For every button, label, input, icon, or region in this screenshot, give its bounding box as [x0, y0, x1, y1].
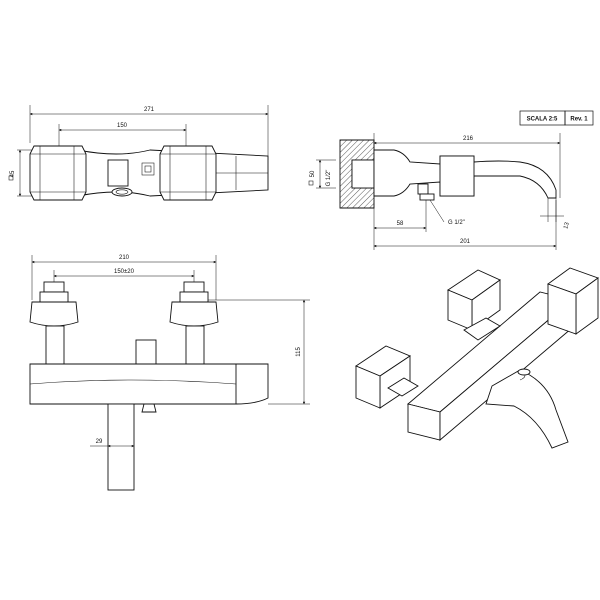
dim-height-front: 115 [296, 347, 302, 357]
dim-center-distance-front: 150±20 [114, 269, 135, 275]
dim-depth-top: 45 [10, 170, 16, 177]
dim-spout-outlet: 13 [563, 221, 571, 230]
revision-box [564, 110, 594, 126]
dim-body-thread: G 1/2" [326, 170, 332, 187]
dim-inlet-thread: G 1/2" [448, 220, 465, 226]
dim-overall-width-front: 210 [119, 255, 130, 261]
dim-body-height: 50 [310, 170, 316, 177]
isometric-view [355, 267, 599, 449]
dim-inlet-offset: 58 [397, 221, 404, 227]
title-block: SCALA 2:5 Rev. 1 [519, 110, 594, 126]
front-view: 210 150±20 115 29 [29, 255, 310, 491]
top-view: 271 150 45 [8, 105, 269, 201]
scale-label: SCALA 2:5 [527, 117, 558, 123]
dim-diverter-width: 29 [96, 439, 103, 445]
dim-overall-width-top: 271 [144, 107, 155, 113]
revision-label: Rev. 1 [570, 117, 588, 123]
dim-spout-length: 201 [460, 239, 471, 245]
side-view: 216 50 G 1/2" 58 G 1/2" 201 13 [308, 133, 571, 250]
dim-wall-outlet: 216 [463, 136, 474, 142]
dim-center-distance-top: 150 [117, 123, 128, 129]
